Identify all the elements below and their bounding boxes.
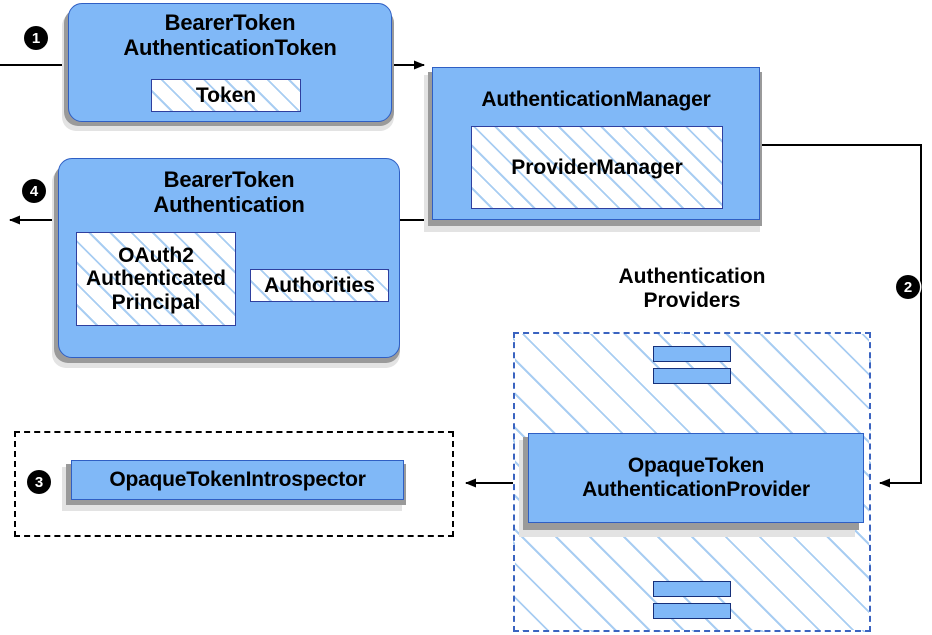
opaque-token-introspector[interactable]: OpaqueTokenIntrospector [71, 460, 404, 500]
step-badge-3: 3 [27, 470, 51, 494]
oauth2-authenticated-principal-line2: Authenticated [85, 267, 226, 291]
provider-manager-box[interactable]: ProviderManager [471, 126, 723, 209]
provider-stack-bar-bottom-2 [653, 603, 731, 619]
bearer-token-authentication-title-line2: Authentication [153, 191, 305, 217]
step-badge-2: 2 [896, 275, 920, 299]
bearer-token-authentication-token-title-line2: AuthenticationToken [123, 34, 337, 60]
authentication-providers-label-line1: Authentication [618, 265, 766, 288]
authorities-box[interactable]: Authorities [250, 269, 389, 302]
authentication-providers-label: Authentication Providers [513, 265, 871, 313]
opaque-token-introspector-title: OpaqueTokenIntrospector [109, 468, 366, 492]
opaque-token-authentication-provider-title-line2: AuthenticationProvider [582, 478, 810, 501]
opaque-token-authentication-provider-title-line1: OpaqueToken [627, 454, 765, 478]
step-badge-4: 4 [22, 179, 46, 203]
bearer-token-authentication-token-title-line1: BearerToken [164, 10, 296, 35]
token-box[interactable]: Token [151, 79, 301, 112]
bearer-token-authentication-token[interactable]: BearerToken AuthenticationToken Token [68, 3, 392, 122]
bearer-token-authentication-title-line1: BearerToken [163, 167, 295, 192]
provider-stack-bar-top-2 [653, 368, 731, 384]
opaque-token-authentication-provider[interactable]: OpaqueToken AuthenticationProvider [528, 433, 864, 523]
bearer-token-authentication-token-title: BearerToken AuthenticationToken [123, 10, 337, 60]
bearer-token-authentication-title: BearerToken Authentication [153, 167, 305, 217]
authentication-providers-label-line2: Providers [643, 289, 741, 313]
provider-stack-bar-top-1 [653, 346, 731, 362]
authentication-manager-title: AuthenticationManager [481, 88, 711, 111]
oauth2-authenticated-principal-line1: OAuth2 [118, 244, 194, 268]
oauth2-authenticated-principal-box[interactable]: OAuth2 Authenticated Principal [76, 232, 236, 326]
authentication-manager[interactable]: AuthenticationManager ProviderManager [432, 67, 760, 220]
bearer-token-authentication[interactable]: BearerToken Authentication OAuth2 Authen… [58, 158, 400, 358]
oauth2-authenticated-principal-line3: Principal [111, 290, 201, 314]
step-badge-1: 1 [24, 26, 48, 50]
provider-stack-bar-bottom-1 [653, 581, 731, 597]
